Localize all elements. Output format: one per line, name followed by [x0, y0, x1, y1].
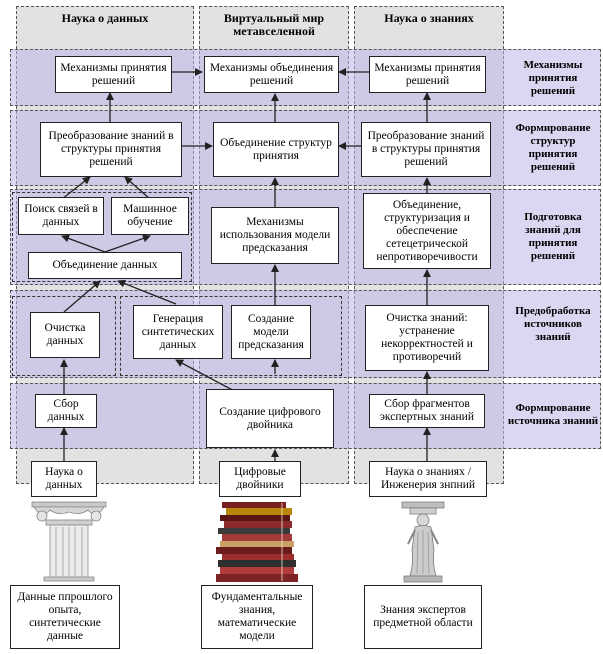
subgroup-mid-preprocessing	[120, 296, 342, 376]
box-left-decision-mechanisms: Механизмы принятия решений	[55, 56, 172, 93]
box-left-data-collection: Сбор данных	[35, 394, 97, 428]
row-label-decision-mechanisms: Механизмы принятия решений	[523, 58, 583, 97]
box-right-knowledge-transform: Преобразование знаний в структуры принят…	[361, 122, 491, 177]
box-left-relation-search: Поиск связей в данных	[18, 197, 104, 235]
box-mid-prediction-model-creation: Создание модели предсказания	[231, 305, 311, 359]
box-right-knowledge-structuring: Объединение, структуризация и обеспечени…	[363, 193, 491, 269]
subgroup-left-preparation	[12, 192, 192, 282]
bottom-box-fundamental-knowledge: Фундаментальные знания, математические м…	[201, 585, 313, 649]
bottom-box-past-data: Данные ппрошлого опыта, синтетические да…	[10, 585, 120, 649]
box-right-expert-fragments: Сбор фрагментов экспертных знаний	[369, 394, 485, 428]
box-right-source-knowledge-science: Наука о знаниях /Инженерия знпний	[369, 461, 487, 497]
band-preprocessing	[10, 290, 601, 378]
row-label-knowledge-preparation: Подготовка знаний для принятия решений	[524, 211, 582, 262]
box-left-data-union: Объединение данных	[28, 252, 182, 279]
book-stack-icon	[216, 502, 298, 582]
box-right-decision-mechanisms: Механизмы принятия решений	[369, 56, 486, 93]
box-mid-prediction-model-usage: Механизмы использования модели предсказа…	[211, 207, 339, 264]
box-mid-decision-union: Механизмы объединения решений	[204, 56, 339, 93]
box-left-knowledge-transform: Преобразование знаний в структуры принят…	[40, 122, 182, 177]
box-mid-structure-union: Объединение структур принятия	[213, 122, 339, 177]
caryatid-statue-icon	[401, 501, 445, 583]
column-title-virtual-world: Виртуальный мир метавселенной	[223, 11, 325, 38]
row-label-source-formation: Формирование источника знаний	[507, 402, 599, 427]
box-left-source-data-science: Наука о данных	[31, 461, 97, 497]
greek-column-icon	[31, 501, 107, 582]
row-label-decision-structures: Формирование структур принятия решений	[515, 122, 591, 173]
box-mid-source-digital-twins: Цифровые двойники	[219, 461, 301, 497]
bottom-box-expert-knowledge: Знания экспертов предметной области	[364, 585, 482, 649]
column-title-knowledge-science: Наука о знаниях	[384, 11, 474, 25]
box-right-knowledge-cleaning: Очистка знаний: устранение некорректност…	[365, 305, 489, 371]
column-title-data-science: Наука о данных	[61, 11, 149, 25]
box-mid-digital-twin-creation: Создание цифрового двойника	[206, 389, 334, 448]
box-left-synthetic-generation: Генерация синтетических данных	[133, 305, 223, 359]
row-label-preprocessing: Предобработка источников знаний	[515, 304, 591, 343]
box-left-machine-learning: Машинное обучение	[111, 197, 189, 235]
box-left-data-cleaning: Очистка данных	[30, 312, 100, 358]
